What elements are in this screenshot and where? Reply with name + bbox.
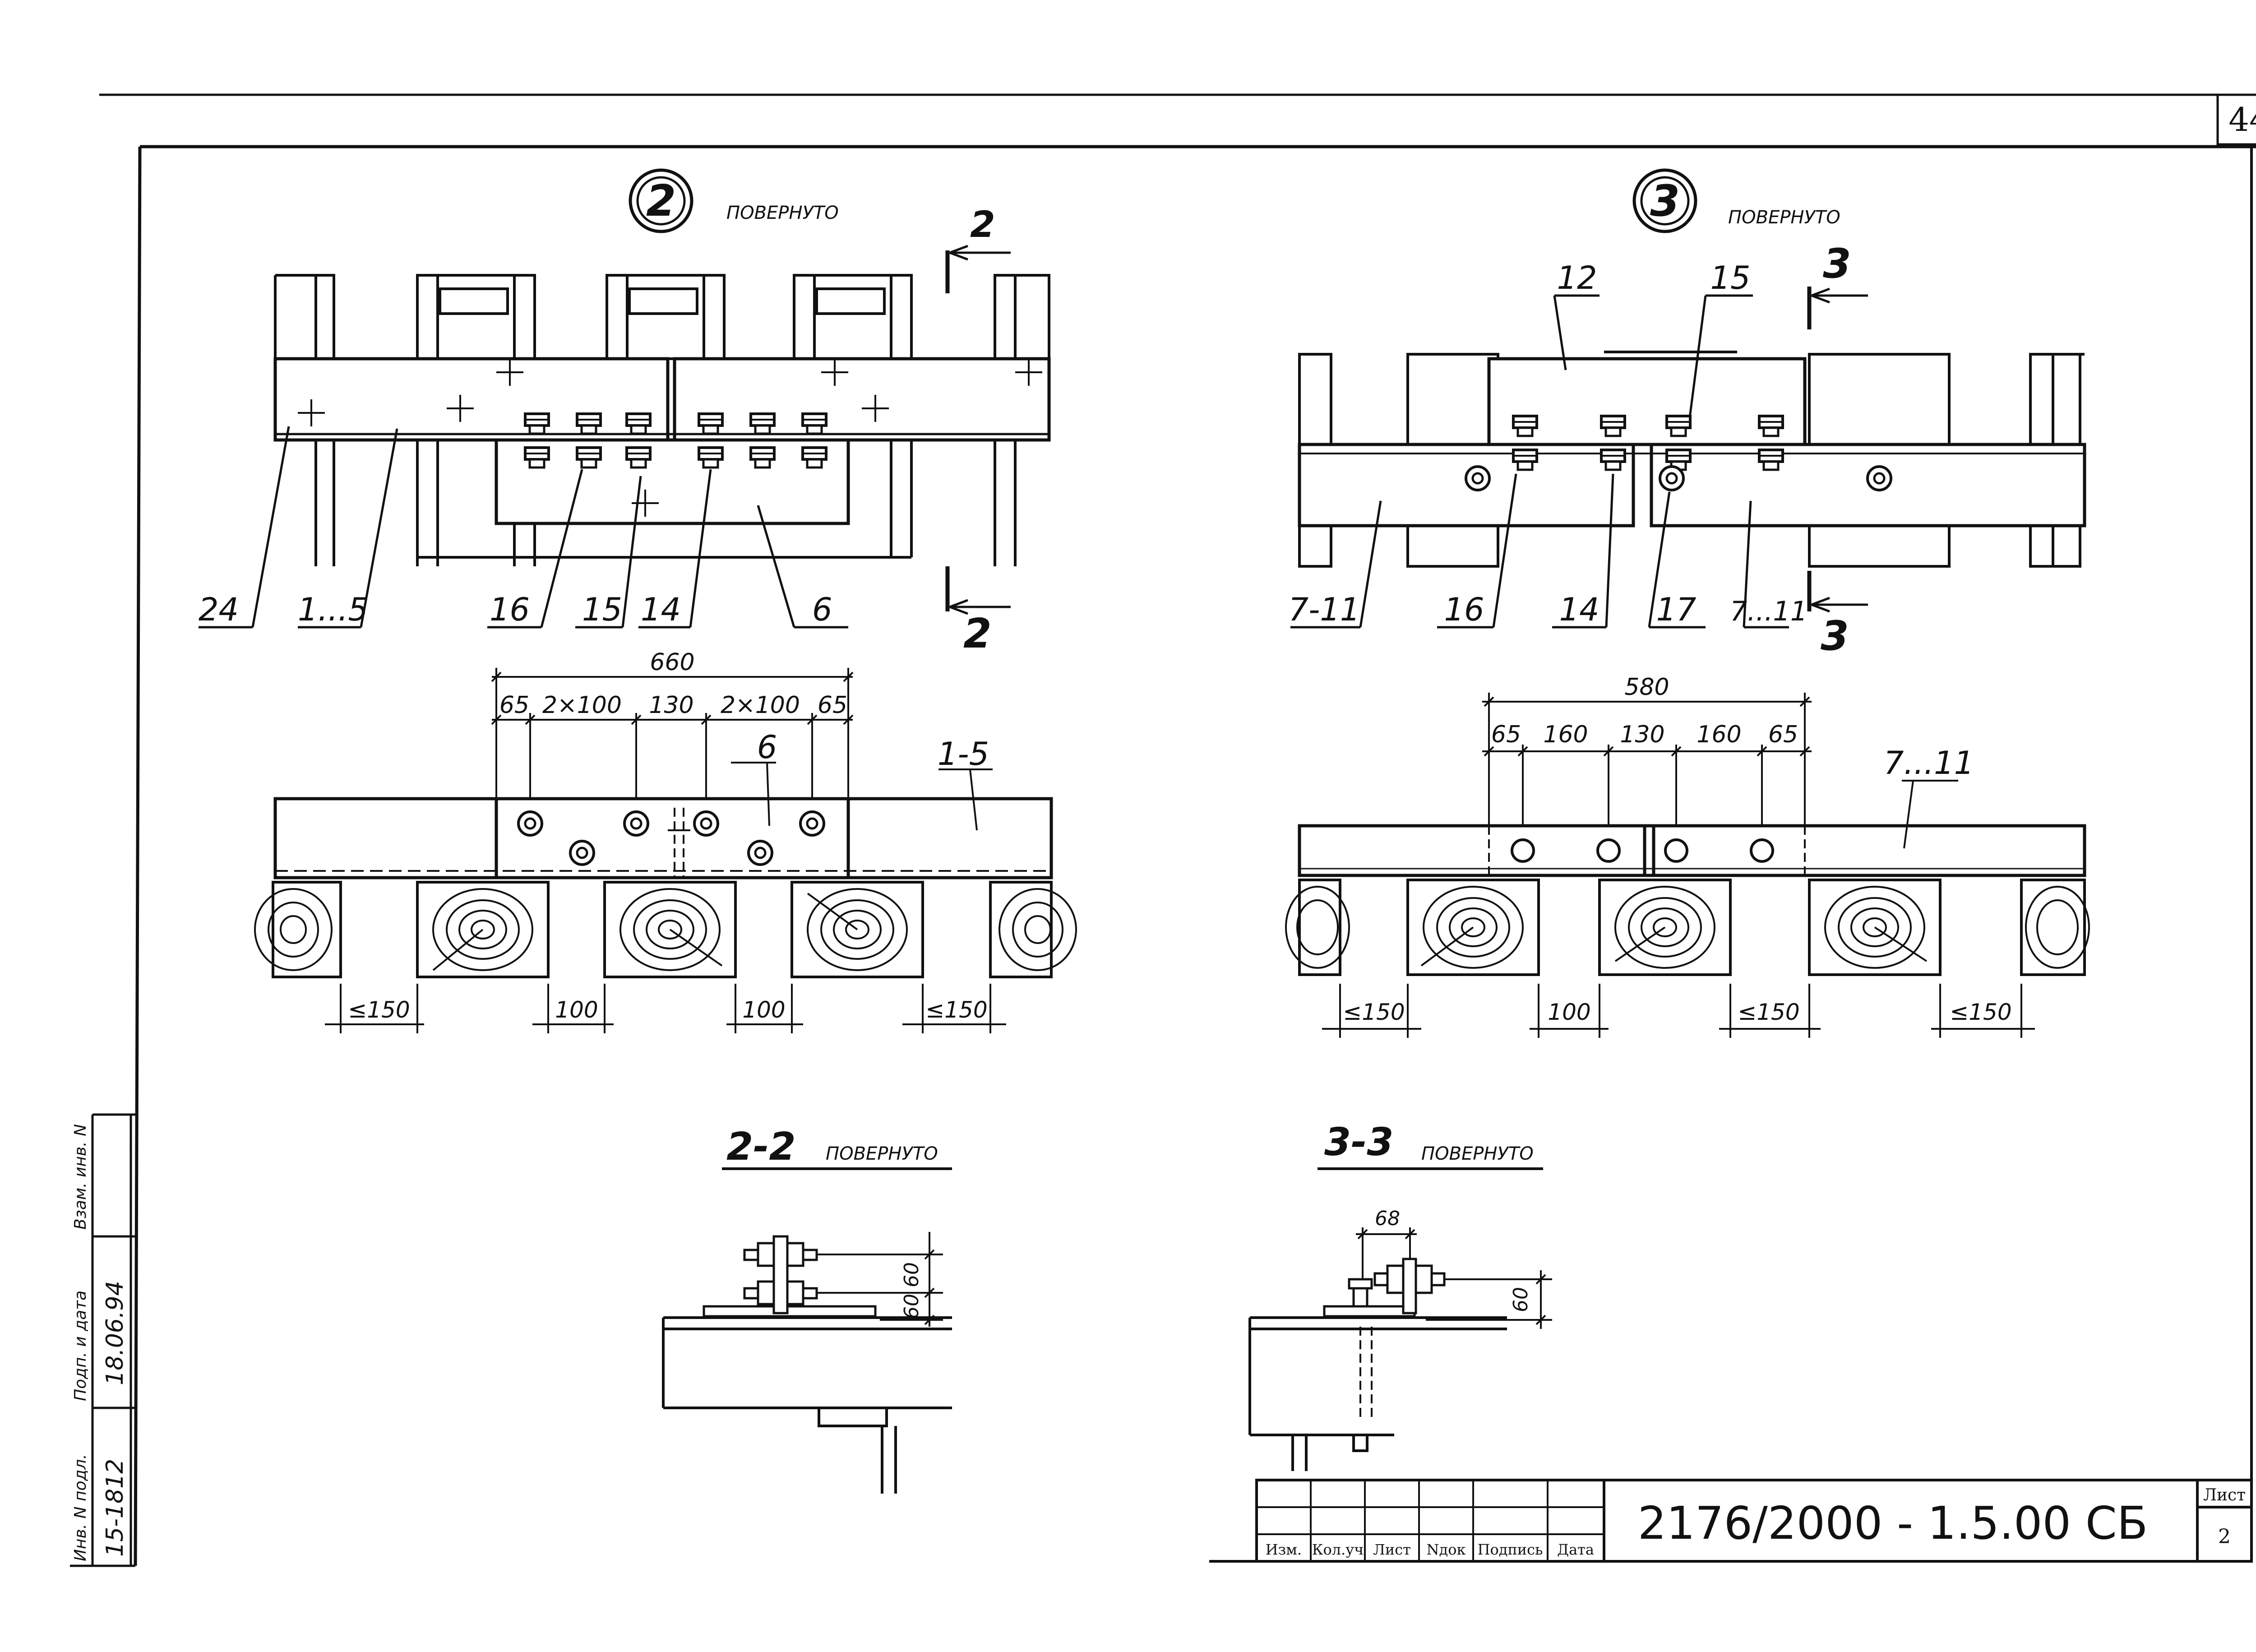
- gap-v2-1: ≤150: [348, 997, 410, 1023]
- callout-1-5: 1...5: [298, 591, 368, 628]
- gap-v2-4: ≤150: [925, 997, 987, 1023]
- timber-sleepers-v3: [1285, 879, 2090, 976]
- dim-v2-p4: 2×100: [721, 692, 800, 719]
- dim-v3-p3: 130: [1620, 721, 1664, 748]
- dim-v2-p5: 65: [818, 692, 847, 719]
- dim-v3-total: 580: [1624, 674, 1669, 701]
- gap-v2-3: 100: [742, 997, 785, 1023]
- gap-v3-4: ≤150: [1950, 999, 2011, 1025]
- dim-v3-p2: 160: [1543, 721, 1588, 748]
- plate-label-6: 6: [757, 729, 777, 766]
- callout-7-11: 7-11: [1289, 591, 1360, 628]
- sec33-dim-60: 60: [1509, 1287, 1532, 1312]
- col-izm: Изм.: [1266, 1541, 1302, 1558]
- callout-16: 16: [490, 591, 530, 628]
- callout-12: 12: [1557, 259, 1597, 296]
- view-2-note: ПОВЕРНУТО: [726, 203, 839, 223]
- callout-15-v3: 15: [1710, 259, 1750, 296]
- gap-v2-2: 100: [555, 997, 598, 1023]
- col-podpis: Подпись: [1478, 1541, 1543, 1558]
- view-2-plan: 2 ПОВЕРНУТО: [199, 168, 1051, 657]
- section-3-3: 3-3 ПОВЕРНУТО: [1248, 1120, 1552, 1471]
- cut-2-top: 2: [970, 204, 995, 245]
- col-ndok: Nдок: [1427, 1541, 1466, 1558]
- gap-v3-3: ≤150: [1738, 999, 1799, 1025]
- section-3-3-note: ПОВЕРНУТО: [1421, 1143, 1534, 1164]
- sheet-number: 44: [2228, 101, 2256, 139]
- dim-v3-p4: 160: [1697, 721, 1741, 748]
- callout-7-11b: 7...11: [1730, 596, 1808, 627]
- view-3-plan: 3 ПОВЕРНУТО: [1289, 168, 2086, 660]
- view-3-elevation: 580 65 160 130 160 65 7...11: [1285, 674, 2090, 1038]
- section-2-2: 2-2 ПОВЕРНУТО 60 60: [662, 1124, 952, 1494]
- callout-6: 6: [812, 591, 832, 628]
- stamp-header-1: Инв. N подл.: [71, 1454, 90, 1561]
- sheet-label: Лист: [2203, 1486, 2246, 1504]
- beam-label-1-5: 1-5: [938, 736, 989, 773]
- cut-2-bottom: 2: [963, 610, 992, 657]
- view-3-id: 3: [1650, 176, 1680, 226]
- stamp-header-3: Взам. инв. N: [71, 1124, 90, 1230]
- dim-v3-p5: 65: [1768, 721, 1798, 748]
- col-koluch: Кол.уч: [1312, 1541, 1364, 1558]
- side-stamp: Инв. N подл. Подп. и дата Взам. инв. N 1…: [70, 1113, 135, 1567]
- dim-v2-p3: 130: [649, 692, 693, 719]
- col-data: Дата: [1557, 1541, 1594, 1558]
- dim-v2-p2: 2×100: [542, 692, 622, 719]
- callout-14: 14: [641, 591, 681, 628]
- cut-3-bottom: 3: [1821, 612, 1849, 660]
- stamp-value-2: 18.06.94: [102, 1281, 129, 1385]
- dim-v2-total: 660: [650, 649, 694, 676]
- view-2-elevation: 660 65 2×100 130 2×100 65 6 1-5: [254, 649, 1077, 1033]
- section-2-2-note: ПОВЕРНУТО: [826, 1143, 938, 1164]
- sec22-dim-1: 60: [900, 1262, 923, 1287]
- beam-label-7-11: 7...11: [1884, 745, 1974, 782]
- sheet-value: 2: [2218, 1525, 2231, 1548]
- gap-v3-1: ≤150: [1343, 999, 1405, 1025]
- callout-15: 15: [582, 591, 622, 628]
- cut-3-top: 3: [1823, 240, 1851, 287]
- stamp-header-2: Подп. и дата: [71, 1291, 90, 1401]
- timber-sleepers-v2: [254, 881, 1077, 978]
- sec33-dim-68: 68: [1375, 1207, 1400, 1230]
- gap-v3-2: 100: [1548, 999, 1590, 1025]
- stamp-value-1: 15-1812: [102, 1459, 129, 1557]
- view-2-id: 2: [646, 176, 676, 226]
- document-code: 2176/2000 - 1.5.00 СБ: [1638, 1497, 2148, 1550]
- callout-24: 24: [199, 591, 239, 628]
- section-3-3-title: 3-3: [1324, 1120, 1394, 1165]
- section-2-2-title: 2-2: [726, 1124, 796, 1169]
- callout-14-v3: 14: [1559, 591, 1599, 628]
- dim-v2-p1: 65: [499, 692, 529, 719]
- sec22-dim-2: 60: [900, 1294, 923, 1319]
- callout-17: 17: [1656, 591, 1696, 628]
- callout-16-v3: 16: [1444, 591, 1484, 628]
- col-list: Лист: [1373, 1541, 1411, 1558]
- title-block: Изм. Кол.уч Лист Nдок Подпись Дата 2176/…: [1255, 1479, 2253, 1563]
- dim-v3-p1: 65: [1491, 721, 1521, 748]
- view-3-note: ПОВЕРНУТО: [1728, 207, 1840, 228]
